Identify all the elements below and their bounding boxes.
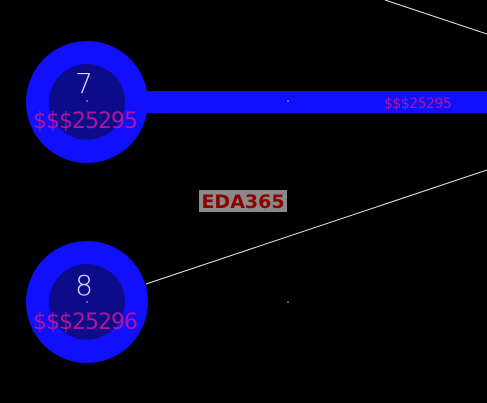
pad-7-net-label: $$$25295 [33, 109, 137, 134]
pad-8-center-dot [86, 301, 88, 303]
pad-7-number: 7 [75, 67, 93, 100]
pad-7-drill [49, 64, 125, 140]
pad-8-net-label: $$$25296 [33, 310, 137, 335]
pad-8[interactable]: 8 $$$25296 [26, 241, 148, 363]
pad-8-number: 8 [75, 269, 93, 302]
copper-trace[interactable] [130, 91, 487, 113]
watermark: EDA365 [199, 190, 287, 213]
pad-7[interactable]: 7 $$$25295 [26, 41, 148, 163]
pad-7-center-dot [86, 100, 88, 102]
watermark-background [199, 190, 287, 212]
watermark-text: EDA365 [201, 191, 284, 213]
ratsnest-line-top [384, 0, 487, 35]
trace-net-label: $$$25295 [384, 96, 451, 112]
grid-dot [287, 100, 289, 102]
grid-dot [287, 301, 289, 303]
ratsnest-line-pad8 [145, 169, 487, 285]
